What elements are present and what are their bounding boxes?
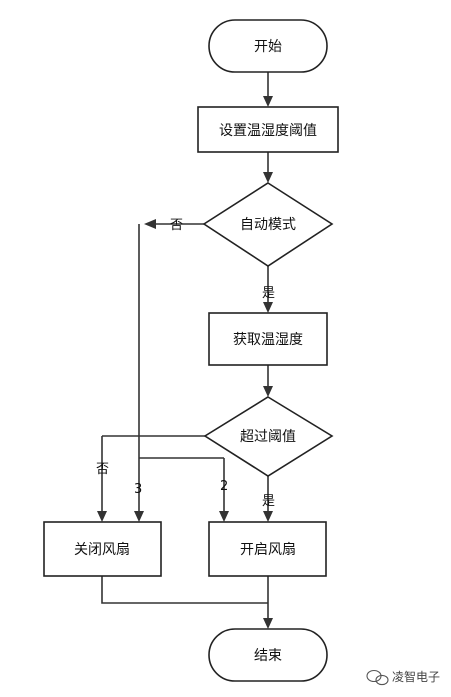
exceed-no-label: 否 <box>96 462 109 477</box>
fan-off-process: 关闭风扇 <box>43 521 162 577</box>
exceed-threshold-decision: 超过阈值 <box>203 396 334 477</box>
start-label: 开始 <box>254 39 282 55</box>
auto-no-label: 否 <box>170 218 183 233</box>
arrowhead <box>263 386 273 397</box>
fan-on-process: 开启风扇 <box>208 521 327 577</box>
set-threshold-process: 设置温湿度阈值 <box>197 106 339 153</box>
auto-mode-label: 自动模式 <box>240 217 296 233</box>
auto-yes-label: 是 <box>262 286 275 301</box>
wechat-icon <box>366 669 389 686</box>
end-terminal: 结束 <box>208 628 328 682</box>
get-temp-humidity-process: 获取温湿度 <box>208 312 328 366</box>
arrowhead <box>263 302 273 313</box>
exceed-yes-label: 是 <box>262 494 275 509</box>
arrowhead <box>263 511 273 522</box>
exceed-threshold-label: 超过阈值 <box>240 429 296 445</box>
arrowhead <box>97 511 107 522</box>
arrowhead <box>134 511 144 522</box>
watermark: 凌智电子 <box>366 669 440 686</box>
edge-fan-off-to-end <box>101 576 268 604</box>
arrowhead <box>263 618 273 629</box>
arrowhead <box>263 96 273 107</box>
start-terminal: 开始 <box>208 19 328 73</box>
fan-on-label: 开启风扇 <box>240 542 296 558</box>
fan-off-label: 关闭风扇 <box>74 542 130 558</box>
set-threshold-label: 设置温湿度阈值 <box>219 123 317 139</box>
arrowhead <box>263 172 273 183</box>
watermark-text: 凌智电子 <box>392 669 440 684</box>
auto-mode-decision: 自动模式 <box>202 182 334 267</box>
arrowhead <box>219 511 229 522</box>
path-3-label: 3 <box>134 482 142 497</box>
path-2-label: 2 <box>220 479 228 494</box>
arrowhead <box>144 219 156 229</box>
end-label: 结束 <box>254 648 282 664</box>
get-temp-humidity-label: 获取温湿度 <box>233 332 303 348</box>
